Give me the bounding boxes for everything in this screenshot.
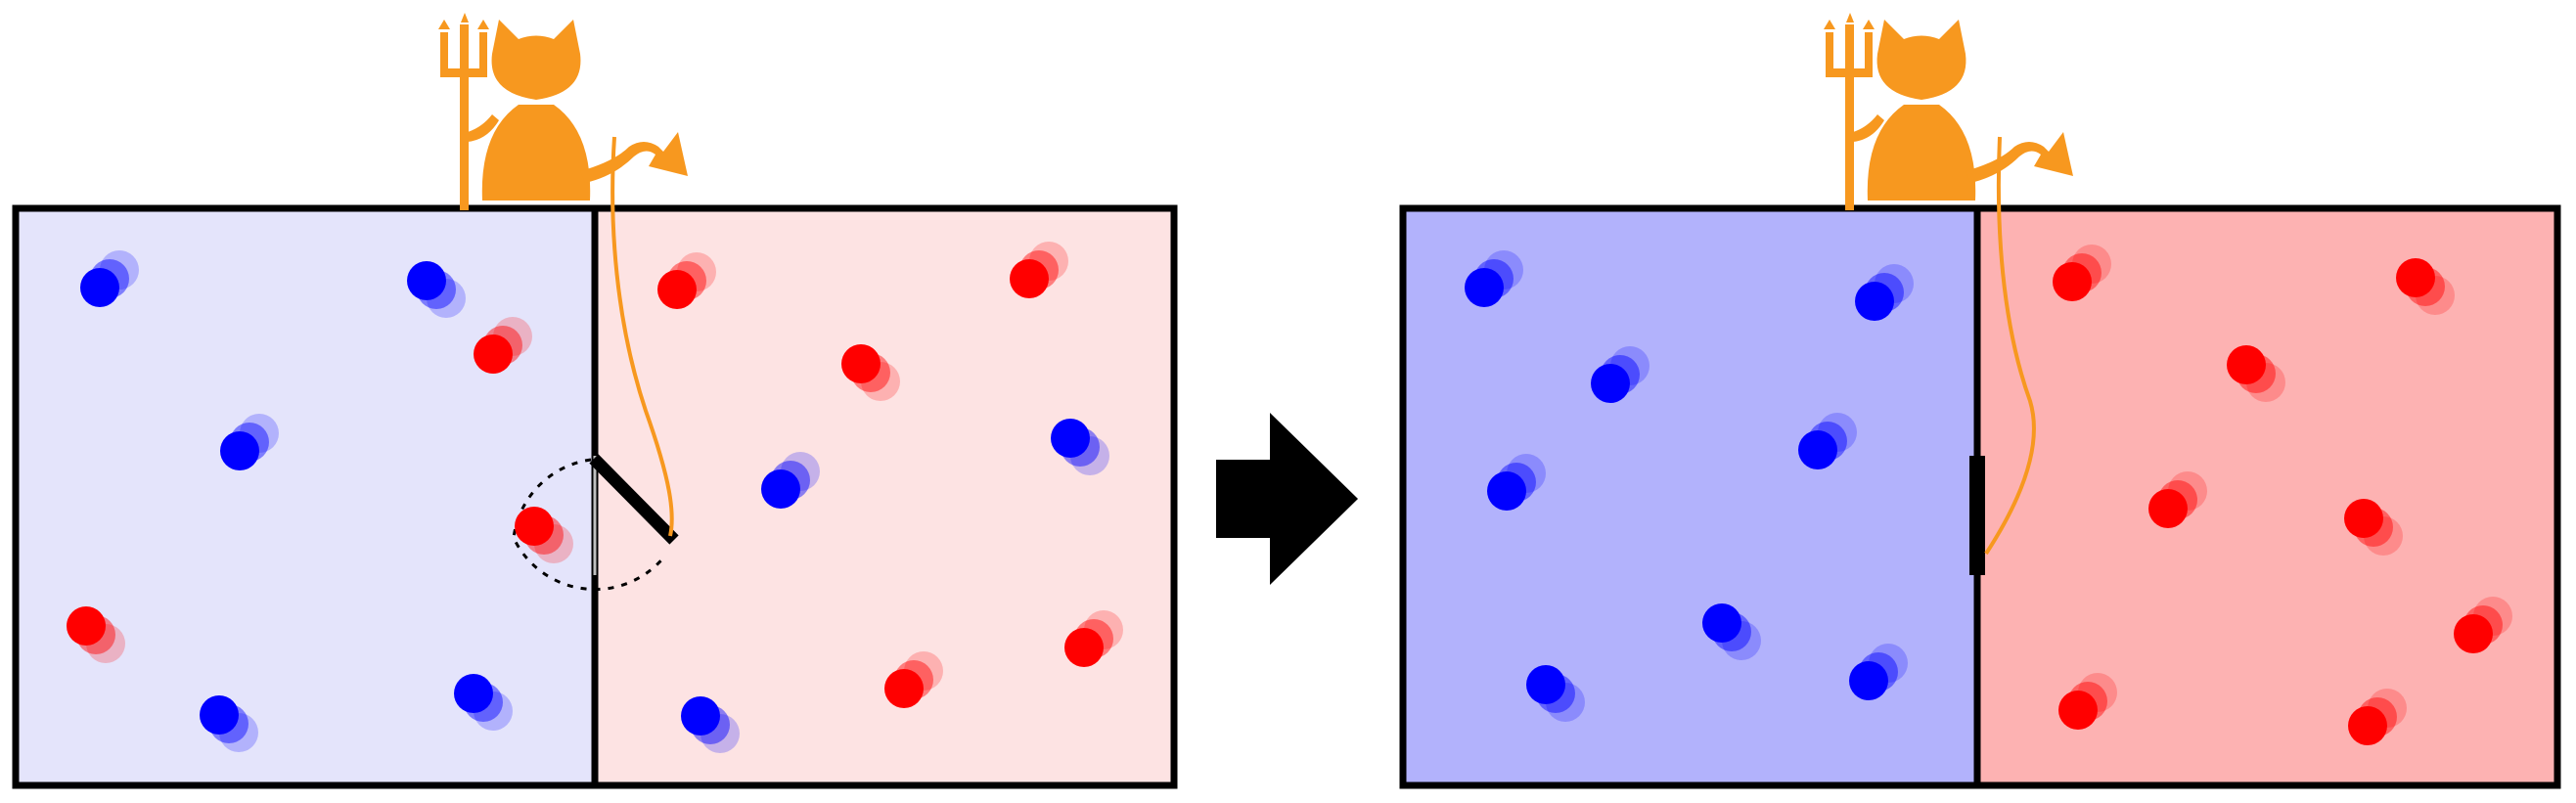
- panel-after: [1403, 13, 2557, 785]
- maxwells-demon-icon: [438, 13, 688, 210]
- maxwells-demon-icon: [1824, 13, 2073, 210]
- panel-before: [16, 13, 1174, 785]
- right-arrow-icon: [1216, 413, 1358, 585]
- trapdoor-closed: [1969, 456, 1985, 575]
